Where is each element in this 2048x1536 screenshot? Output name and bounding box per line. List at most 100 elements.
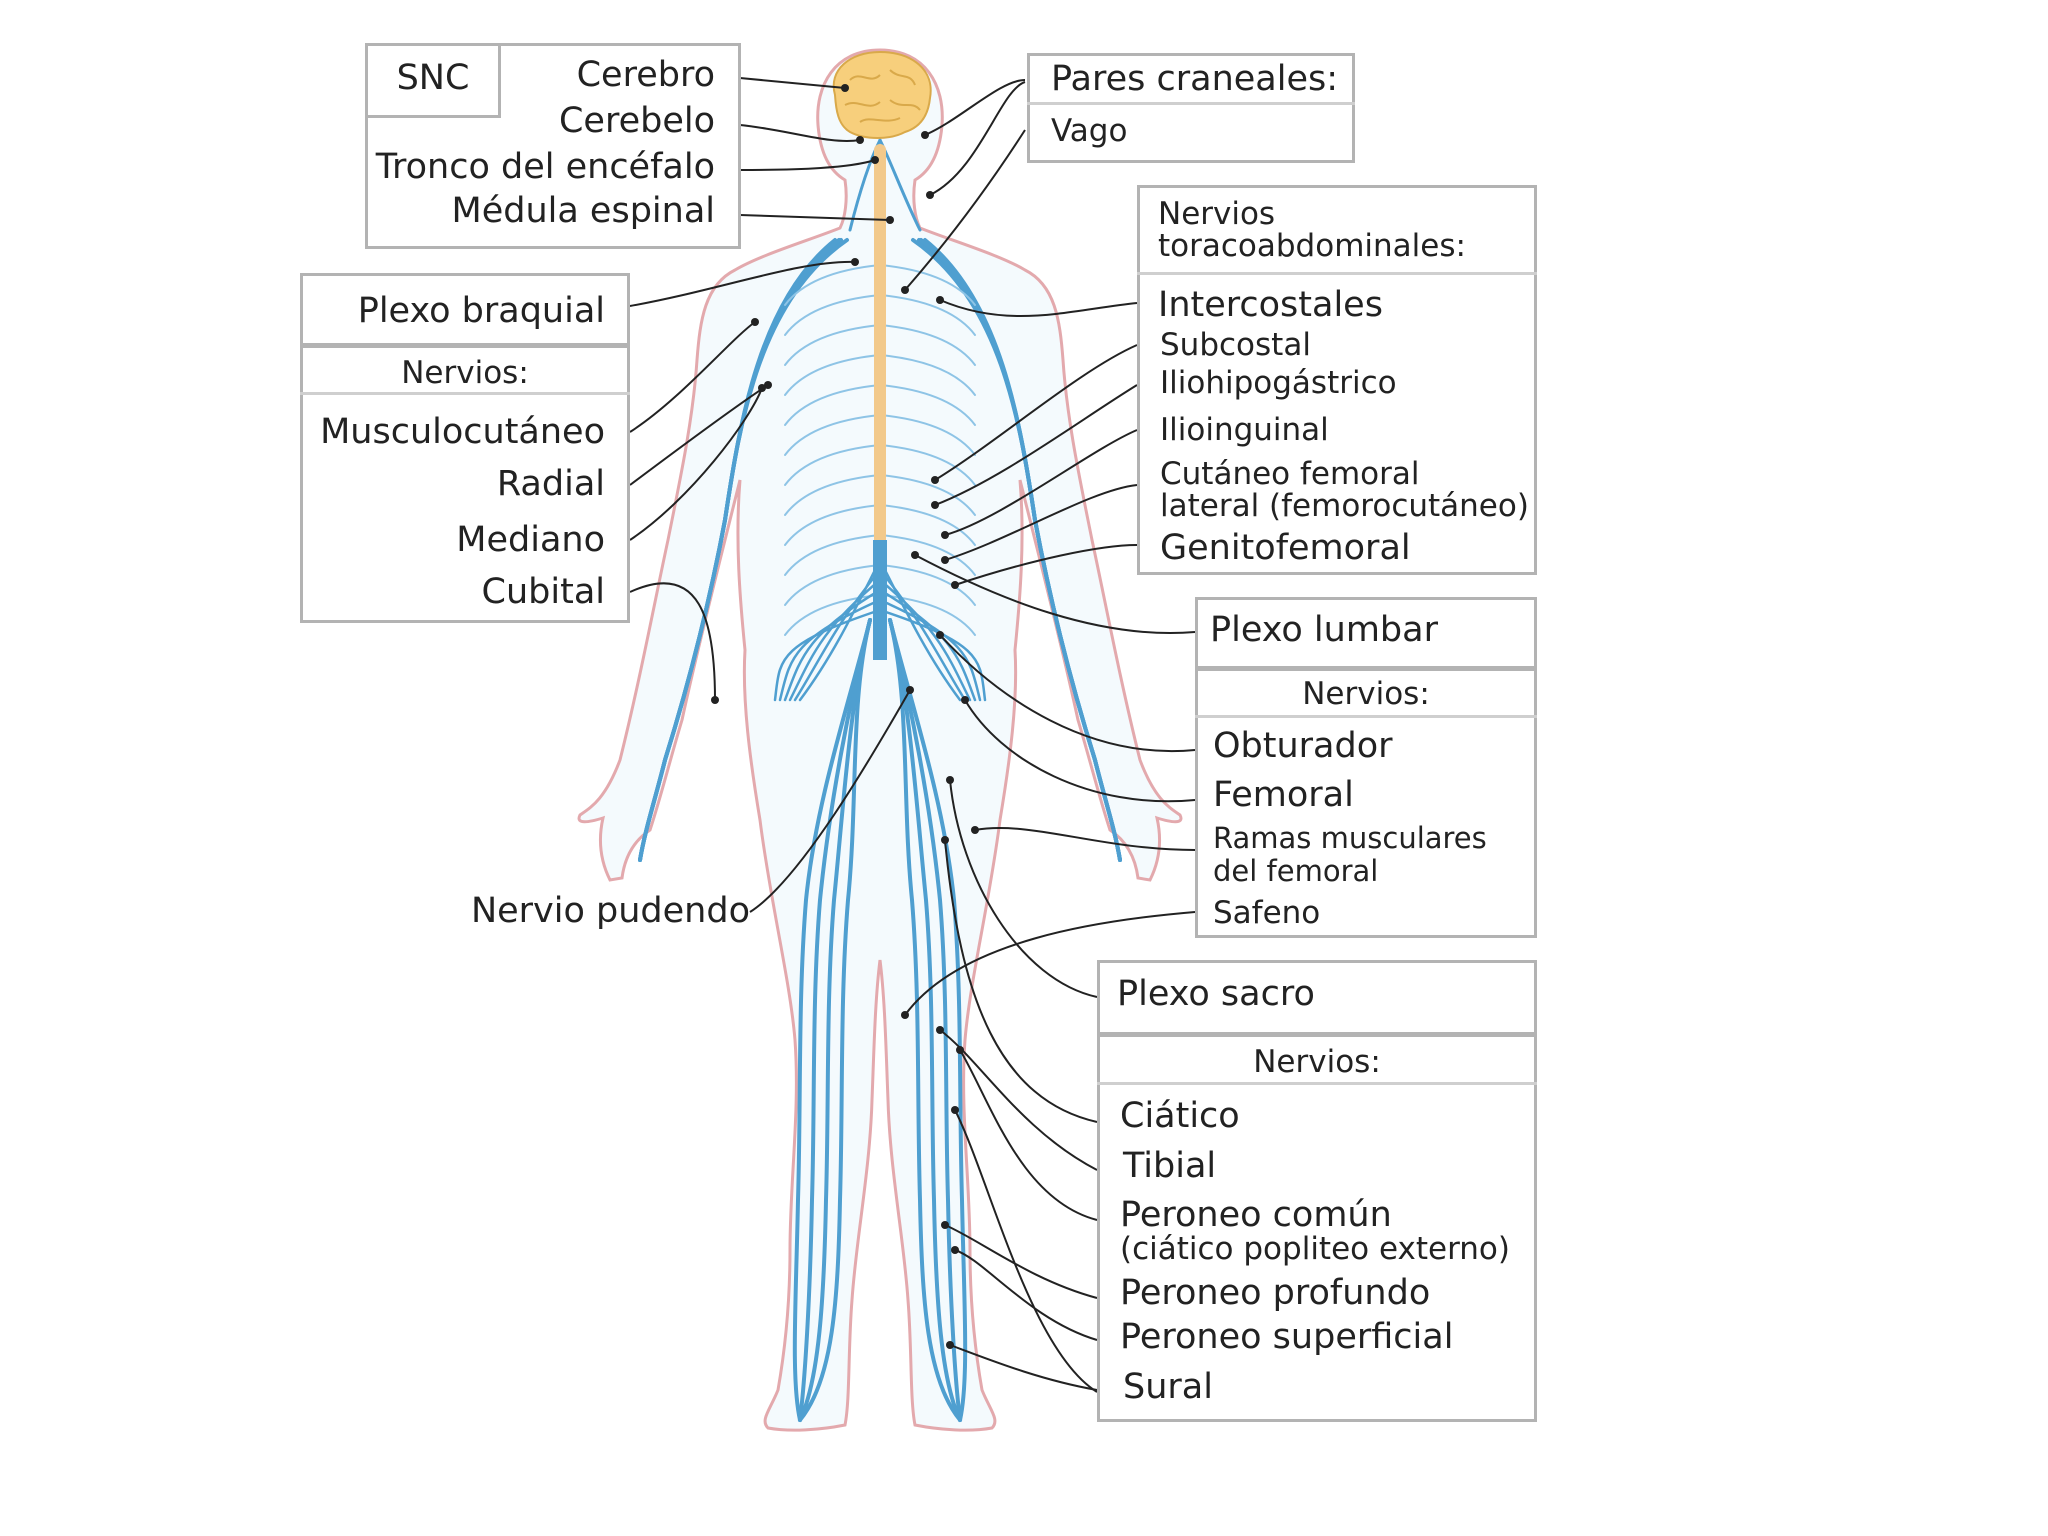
vago-label: Vago [1051,113,1128,149]
leader-dot [951,1106,959,1114]
nerve-path [888,618,962,1422]
leader-dot [936,631,944,639]
nerve-path [792,618,872,1422]
leader-dot [841,84,849,92]
nerve-path [879,294,976,336]
nerve-path [879,384,976,426]
leader-line [739,77,846,89]
leader-line [939,1029,1098,1171]
peroneo-superficial-label: Peroneo superficial [1120,1317,1454,1357]
leader-dot [856,136,864,144]
radial-label: Radial [496,464,605,504]
leader-line [939,634,1196,753]
leader-line [944,484,1138,561]
leader-line [944,429,1138,536]
nerve-path [919,238,1122,862]
leader-dot [961,696,969,704]
leader-dot [911,551,919,559]
leader-line [974,826,1196,851]
nerve-path [784,354,881,396]
leader-line [739,159,876,171]
leader-line [739,124,861,142]
leader-line [944,1224,1098,1299]
nerve-path [879,594,976,636]
leader-dot [926,191,934,199]
nerve-path [879,264,976,306]
leader-line [629,582,716,701]
peroneo-profundo-label: Peroneo profundo [1120,1273,1431,1313]
leader-line [904,911,1196,1016]
nerve-path [878,558,962,702]
leader-line [924,79,1026,136]
nerve-path [879,564,976,606]
nerve-path [784,594,881,636]
nerve-path [788,578,882,702]
leader-dot [711,696,719,704]
nerve-path [878,598,982,702]
leader-line [954,1109,1098,1393]
nervios-lumbar-heading: Nervios: [1302,676,1430,712]
sural-label: Sural [1123,1367,1213,1407]
nerve-path [878,608,987,702]
nerve-path [798,618,872,1422]
leader-lines [629,77,1196,1393]
iliohipogastrico-label: Iliohipogástrico [1160,365,1397,401]
nerve-path [798,558,882,702]
leader-line [629,321,756,433]
nerve-path [879,534,976,576]
genitofemoral-label: Genitofemoral [1160,528,1411,568]
nerve-path [778,598,882,702]
nerve-path [888,618,962,1422]
nerve-path [784,324,881,366]
leader-line [959,1049,1098,1221]
nerve-path [784,294,881,336]
leader-dot [951,581,959,589]
leader-dot [951,1246,959,1254]
leader-dot [758,384,766,392]
leader-dot [931,476,939,484]
cubital-label: Cubital [481,572,605,612]
leader-line [954,1249,1098,1341]
nervios-toraco-heading-1: Nervios [1158,196,1276,232]
nerve-path [878,588,977,702]
nerve-path [879,504,976,546]
leader-dot [906,686,914,694]
leader-dot [901,286,909,294]
plexo-sacro-label: Plexo sacro [1117,974,1315,1014]
ciatico-label: Ciático [1120,1096,1240,1136]
nerve-path [798,618,872,1422]
nerve-path [784,474,881,516]
nervio-pudendo-label: Nervio pudendo [470,891,750,931]
safeno-label: Safeno [1213,895,1321,931]
nerve-path [784,564,881,606]
tronco-label: Tronco del encéfalo [375,147,715,187]
brain [832,50,932,139]
mediano-label: Mediano [456,520,605,560]
leader-dot [946,1341,954,1349]
nervios-brazo-box [300,345,630,623]
leader-dot [751,318,759,326]
nerve-path [784,264,881,306]
leader-dot [936,1026,944,1034]
intercostales-label: Intercostales [1158,285,1383,325]
nervios-sacro-box [1097,1034,1537,1422]
cutaneo-label-2: lateral (femorocutáneo) [1160,488,1529,524]
leader-line [944,839,1098,1123]
leader-dot [941,1221,949,1229]
nerve-path [784,534,881,576]
femoral-label: Femoral [1213,775,1354,815]
pares-craneales-box [1027,53,1355,163]
leader-line [629,387,763,541]
nervios-toraco-heading-2: toracoabdominales: [1158,228,1466,264]
nerve-path [879,414,976,456]
ramas-label-1: Ramas musculares [1213,821,1487,855]
toracoabdominales-box [1137,185,1537,575]
nerve-path [879,354,976,396]
subcostal-label: Subcostal [1160,327,1311,363]
nerve-path [784,414,881,456]
pares-craneales-label: Pares craneales: [1051,59,1339,99]
cutaneo-label-1: Cutáneo femoral [1160,456,1420,492]
leader-line [929,81,1026,196]
plexo-braquial-box [300,273,630,346]
